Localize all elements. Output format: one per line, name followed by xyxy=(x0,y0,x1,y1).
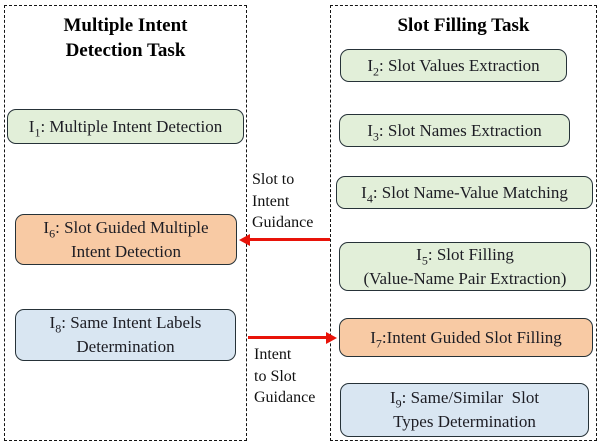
node-label: I3: Slot Names Extraction xyxy=(367,120,542,143)
node-i4-slot-name-value-matching: I4: Slot Name-Value Matching xyxy=(336,176,593,209)
arrow-intent-to-slot-head-icon xyxy=(326,332,337,344)
node-label: I8: Same Intent Labels xyxy=(49,313,202,336)
node-i7-intent-guided-slot-filling: I7:Intent Guided Slot Filling xyxy=(339,318,593,357)
node-label-line2: Intent Detection xyxy=(71,241,181,261)
node-label: I4: Slot Name-Value Matching xyxy=(361,182,568,205)
node-label-line2: Determination xyxy=(76,337,175,356)
node-i2-slot-values-extraction: I2: Slot Values Extraction xyxy=(340,49,567,82)
arrow-label-intent-to-slot-guidance: Intent to Slot Guidance xyxy=(254,346,316,406)
node-label: I5: Slot Filling xyxy=(416,244,514,267)
node-label: I6: Slot Guided Multiple xyxy=(43,217,209,240)
node-i3-slot-names-extraction: I3: Slot Names Extraction xyxy=(339,114,570,147)
node-label: I7:Intent Guided Slot Filling xyxy=(370,327,562,350)
node-label: I1: Multiple Intent Detection xyxy=(28,116,223,139)
panel-title-slot-filling: Slot Filling Task xyxy=(397,15,530,36)
arrow-label-slot-to-intent-guidance: Slot to Intent Guidance xyxy=(252,171,314,231)
node-i8-same-intent-labels-determination: I8: Same Intent Labels Determination xyxy=(15,309,236,361)
node-label: I2: Slot Values Extraction xyxy=(367,55,540,78)
node-i5-slot-filling-value-name-pair-extraction: I5: Slot Filling (Value-Name Pair Extrac… xyxy=(339,242,591,291)
arrow-intent-to-slot-line xyxy=(248,336,326,339)
arrow-slot-to-intent-line xyxy=(249,238,330,241)
node-i1-multiple-intent-detection: I1: Multiple Intent Detection xyxy=(7,109,244,144)
node-label-line2: Types Determination xyxy=(393,412,536,431)
node-i6-slot-guided-multiple-intent-detection: I6: Slot Guided Multiple Intent Detectio… xyxy=(15,214,237,265)
arrow-slot-to-intent-head-icon xyxy=(239,234,250,246)
panel-title-multiple-intent: Multiple Intent Detection Task xyxy=(63,15,188,61)
node-i9-same-similar-slot-types-determination: I9: Same/Similar Slot Types Determinatio… xyxy=(340,383,589,437)
node-label: I9: Same/Similar Slot xyxy=(389,388,540,411)
node-label-line2: (Value-Name Pair Extraction) xyxy=(363,268,567,288)
